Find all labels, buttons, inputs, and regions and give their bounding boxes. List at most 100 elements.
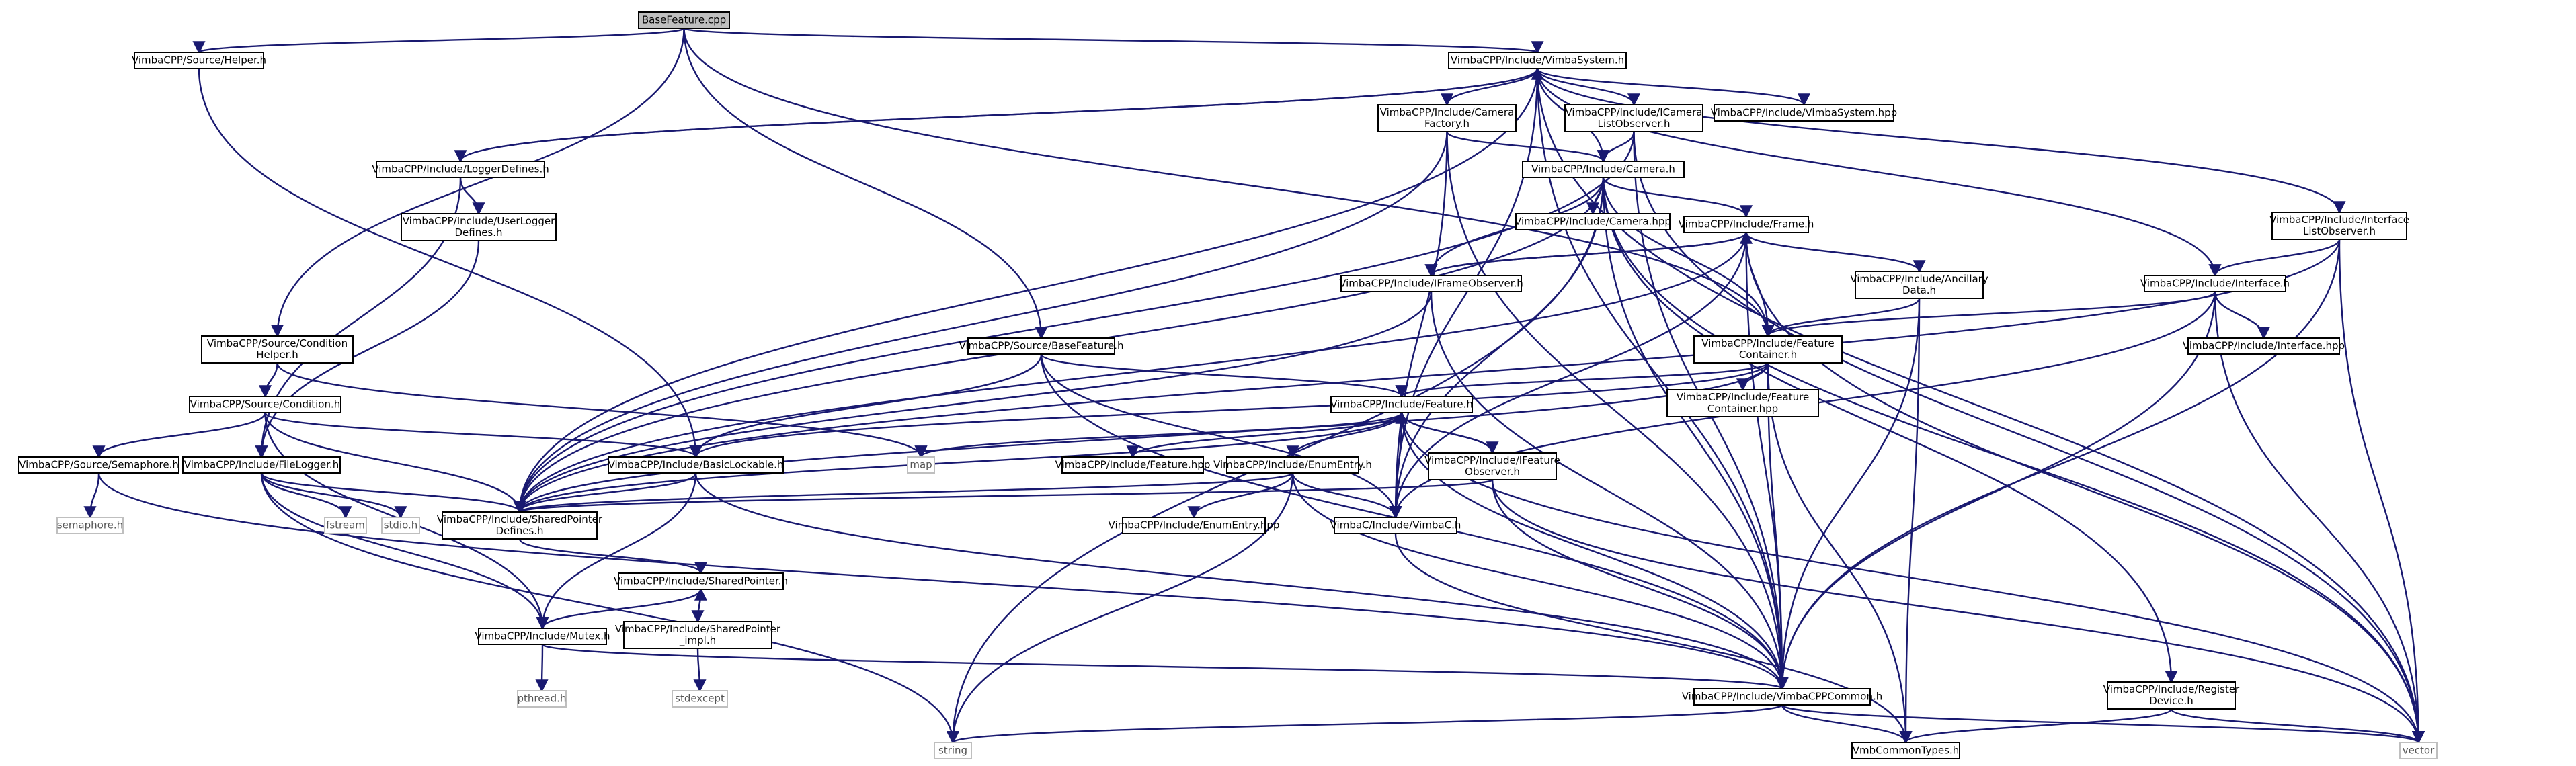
edge-vimbacpp-include-interface-listobserver-h-to-vimbacpp-include-vimbacppcommon-h [1775,239,2341,691]
node-label: pthread.h [518,693,567,705]
edge-vimbacpp-include-register-device-h-to-vector [2170,708,2425,744]
node-vimbacpp-include-camera-h[interactable]: VimbaCPP/Include/Camera.h [1522,161,1685,178]
node-vimbacpp-include-camera-hpp[interactable]: VimbaCPP/Include/Camera.hpp [1515,213,1671,230]
node-vimbacpp-include-vimbacppcommon-h[interactable]: VimbaCPP/Include/VimbaCPPCommon.h [1682,688,1883,706]
node-vimbacpp-include-feature-hpp[interactable]: VimbaCPP/Include/Feature.hpp [1055,456,1211,474]
edge-vimbacpp-include-vimbasystem-h-to-vimbacpp-include-interface-listobserver-h [1536,68,2346,214]
edge-vimbacpp-include-ancillary-data-h-to-vimbacpp-include-feature-container-h [1761,298,1921,338]
edge-vimbacpp-include-camera-h-to-vimbacpp-include-feature-container-h [1602,177,1775,338]
edge-vimbacpp-include-ifeature-observer-h-to-vector [1491,479,2425,744]
node-vimbacpp-include-enumentry-h[interactable]: VimbaCPP/Include/EnumEntry.h [1213,456,1372,474]
edge-vimbacpp-include-iframeobserver-h-to-vimbacpp-include-sharedpointer-defines-h [513,291,1433,514]
edge-vimbacpp-include-feature-h-to-vimbacpp-include-feature-hpp [1126,412,1403,459]
edge-vimbacpp-include-feature-h-to-vimbacpp-include-vimbacppcommon-h [1400,412,1789,691]
edge-vimbacpp-include-enumentry-h-to-vimbacpp-include-sharedpointer-defines-h [514,472,1294,514]
node-label: VimbaCPP/Include/EnumEntry.h [1213,459,1372,471]
node-box [1855,271,1984,299]
edge-vimbacpp-include-feature-container-h-to-vimbacpp-include-basiclockable-h [689,362,1769,459]
node-label: VimbaCPP/Source/Helper.h [132,54,266,67]
node-vimbacpp-include-loggerdefines-h[interactable]: VimbaCPP/Include/LoggerDefines.h [372,161,549,178]
node-label: Defines.h [495,525,543,537]
edge-vimbacpp-include-basiclockable-h-to-vimbacpp-include-vimbacppcommon-h [694,472,1789,691]
edge-vimbacpp-source-condition-helper-h-to-vimbacpp-source-condition-h [258,362,278,398]
edge-vimbacpp-include-filelogger-h-to-string [260,472,960,744]
node-vimbacpp-include-filelogger-h[interactable]: VimbaCPP/Include/FileLogger.h [182,456,341,474]
node-label: VimbaCPP/Include/LoggerDefines.h [372,163,549,175]
node-label: VimbaCPP/Include/FileLogger.h [184,459,339,471]
edge-vimbacpp-include-ifeature-observer-h-to-vimbacpp-include-vimbacppcommon-h [1491,479,1789,691]
node-vimbacpp-include-enumentry-hpp[interactable]: VimbaCPP/Include/EnumEntry.hpp [1109,517,1280,534]
node-box [478,628,607,645]
edge-vimbacpp-include-sharedpointer-impl-h-to-stdexcept [693,648,707,693]
node-vimbacpp-source-helper-h[interactable]: VimbaCPP/Source/Helper.h [132,52,266,69]
node-vimbacpp-include-interface-hpp[interactable]: VimbaCPP/Include/Interface.hpp [2183,337,2345,355]
node-vimbacpp-include-vimbasystem-h[interactable]: VimbaCPP/Include/VimbaSystem.h [1448,52,1627,69]
node-box [1522,161,1685,178]
node-vimbacpp-include-frame-h[interactable]: VimbaCPP/Include/Frame.h [1679,216,1814,233]
edge-vimbacpp-include-ifeature-observer-h-to-vimbacpp-include-feature-h [1395,411,1494,454]
edge-vimbacpp-include-vimbasystem-h-to-vimbacpp-include-sharedpointer-defines-h [513,68,1539,514]
node-box [1377,104,1517,132]
node-label: VimbaCPP/Include/SharedPointer.h [614,575,788,587]
node-label: BaseFeature.cpp [642,14,726,26]
node-label: VimbaCPP/Include/Interface.h [2140,278,2290,290]
edge-vimbacpp-include-interface-h-to-vimbacpp-include-feature-container-h [1761,291,2216,338]
edge-vimbacpp-include-enumentry-h-to-string [946,472,1294,744]
node-label: VmbCommonTypes.h [1853,744,1960,757]
node-vimbacpp-include-interface-h[interactable]: VimbaCPP/Include/Interface.h [2140,275,2290,292]
node-box [182,456,341,474]
node-box [1564,104,1703,132]
node-vimbacpp-source-basefeature-h[interactable]: VimbaCPP/Source/BaseFeature.h [959,337,1124,355]
node-string: string [934,742,972,759]
node-vmbcommontypes-h[interactable]: VmbCommonTypes.h [1851,742,1960,759]
node-label: VimbaCPP/Include/Register [2103,683,2240,695]
node-box [967,337,1115,355]
node-vimbacpp-source-semaphore-h[interactable]: VimbaCPP/Source/Semaphore.h [18,456,179,474]
node-label: string [938,744,967,757]
node-box [324,517,367,534]
node-vimbacpp-include-vimbasystem-hpp[interactable]: VimbaCPP/Include/VimbaSystem.hpp [1711,104,1897,122]
edge-vimbacpp-include-filelogger-h-to-stdio-h [260,472,407,519]
node-label: VimbaCPP/Include/UserLogger [403,215,555,227]
node-vimbacpp-include-iframeobserver-h[interactable]: VimbaCPP/Include/IFrameObserver.h [1339,275,1523,292]
edge-vimbacpp-include-filelogger-h-to-vimbacpp-include-sharedpointer-defines-h [260,472,526,514]
node-vimbac-include-vimbac-h[interactable]: VimbaC/Include/VimbaC.h [1330,517,1461,534]
node-vimbacpp-source-condition-h[interactable]: VimbaCPP/Source/Condition.h [189,396,341,413]
edge-vimbacpp-include-enumentry-h-to-vimbacpp-include-vimbacppcommon-h [1291,472,1789,691]
node-label: vector [2403,744,2435,757]
node-label: VimbaCPP/Include/Camera.hpp [1515,216,1671,228]
node-basefeature-cpp[interactable]: BaseFeature.cpp [638,11,730,29]
edge-vimbacpp-include-vimbasystem-h-to-vimbacpp-include-camera-factory-h [1440,68,1539,107]
node-vimbacpp-include-sharedpointer-impl-h[interactable]: VimbaCPP/Include/SharedPointer_impl.h [615,621,781,649]
node-vimbacpp-include-basiclockable-h[interactable]: VimbaCPP/Include/BasicLockable.h [608,456,784,474]
node-box [1714,104,1894,122]
edge-vimbacpp-include-loggerdefines-h-to-vimbacpp-include-vimbasystem-h [459,67,1544,162]
node-box [2107,681,2236,710]
edge-vimbacpp-include-feature-container-h-to-vimbacpp-include-feature-h [1395,361,1769,398]
node-label: VimbaCPP/Include/Interface [2269,214,2409,226]
node-label: map [910,459,932,471]
node-vimbacpp-include-sharedpointer-h[interactable]: VimbaCPP/Include/SharedPointer.h [614,572,788,590]
node-box [672,690,728,708]
edge-vimbacpp-source-semaphore-h-to-vimbacpp-include-vimbacppcommon-h [97,472,1789,691]
node-vimbacpp-include-mutex-h[interactable]: VimbaCPP/Include/Mutex.h [475,628,610,645]
node-box [1515,213,1671,230]
edge-vimbacpp-source-condition-h-to-vimbacpp-include-sharedpointer-defines-h [264,412,526,514]
node-vimbacpp-include-feature-h[interactable]: VimbaCPP/Include/Feature.h [1330,396,1473,413]
node-label: _impl.h [679,634,716,647]
node-box [1428,452,1557,480]
node-label: Data.h [1902,284,1936,296]
edge-vimbacpp-source-semaphore-h-to-semaphore-h [83,472,100,519]
edge-basefeature-cpp-to-vimbacpp-source-helper-h [193,27,685,54]
